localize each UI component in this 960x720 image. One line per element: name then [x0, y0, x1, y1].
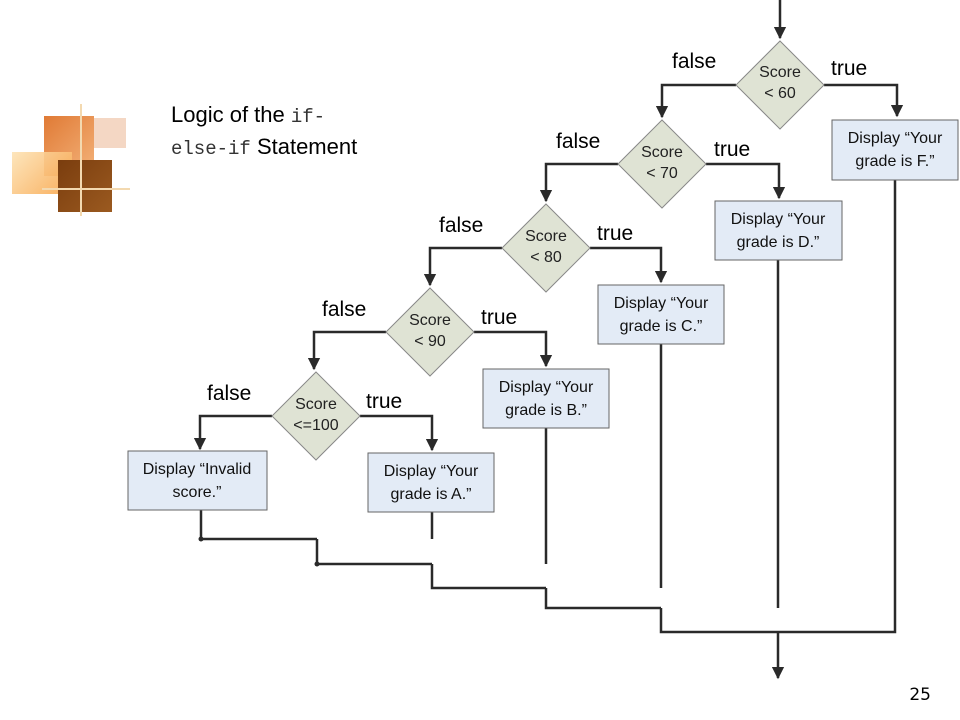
decision-score-lt-60: Score < 60 [735, 40, 825, 130]
decision-label-line2: < 70 [646, 165, 678, 182]
box-text-line2: grade is C.” [620, 318, 703, 335]
false-arrow-80 [423, 246, 502, 287]
true-label: true [831, 57, 867, 80]
decision-score-lt-70: Score < 70 [617, 119, 707, 209]
true-label: true [481, 306, 517, 329]
box-invalid-score: Display “Invalid score.” [127, 450, 268, 511]
box-text-line1: Display “Your [848, 130, 943, 147]
decision-label-line1: Score [409, 312, 451, 329]
false-arrow-70 [539, 162, 618, 203]
box-grade-c: Display “Your grade is C.” [597, 284, 725, 345]
box-text-line2: grade is A.” [391, 486, 472, 503]
page-number: 25 [909, 685, 931, 705]
decision-label-line2: < 90 [414, 333, 446, 350]
false-label: false [207, 382, 251, 405]
true-label: true [366, 390, 402, 413]
decision-score-lt-90: Score < 90 [385, 287, 475, 377]
box-grade-b: Display “Your grade is B.” [482, 368, 610, 429]
false-arrow-60 [655, 83, 736, 119]
box-text-line1: Display “Invalid [143, 461, 251, 478]
true-arrow-90 [474, 330, 553, 368]
box-text-line1: Display “Your [614, 295, 709, 312]
decision-label-line2: < 60 [764, 85, 796, 102]
false-label: false [672, 50, 716, 73]
false-label: false [439, 214, 483, 237]
title-code-if: if- [290, 106, 326, 128]
title-text-after: Statement [250, 134, 358, 159]
decision-score-lt-80: Score < 80 [501, 203, 591, 293]
true-arrow-100 [360, 414, 439, 452]
box-grade-d: Display “Your grade is D.” [714, 200, 843, 261]
box-grade-f: Display “Your grade is F.” [831, 119, 959, 181]
true-label: true [597, 222, 633, 245]
box-text-line1: Display “Your [384, 463, 479, 480]
box-grade-a: Display “Your grade is A.” [367, 452, 495, 513]
false-arrow-90 [307, 330, 386, 371]
decorative-logo [12, 104, 132, 216]
false-arrow-100 [193, 414, 272, 451]
decision-score-le-100: Score <=100 [271, 371, 361, 461]
merge-invalid [199, 510, 317, 541]
title-text-before: Logic of the [171, 102, 291, 127]
true-arrow-60 [824, 83, 904, 118]
box-text-line2: grade is D.” [737, 234, 820, 251]
merge-level-4 [659, 608, 778, 634]
true-arrow-70 [706, 162, 786, 200]
false-label: false [556, 130, 600, 153]
box-text-line1: Display “Your [499, 379, 594, 396]
box-text-line2: grade is F.” [855, 153, 934, 170]
decision-label-line2: <=100 [293, 417, 338, 434]
box-text-line2: score.” [173, 484, 222, 501]
decision-label-line1: Score [759, 64, 801, 81]
decision-label-line1: Score [641, 144, 683, 161]
title-code-else-if: else-if [171, 138, 251, 160]
true-label: true [714, 138, 750, 161]
merge-level-2 [430, 564, 546, 590]
true-arrow-80 [590, 246, 668, 284]
false-label: false [322, 298, 366, 321]
slide-title: Logic of the if- else-if Statement [171, 100, 431, 164]
merge-level-3 [544, 588, 661, 610]
branch-labels: false true false true false true false t… [207, 50, 867, 413]
decision-label-line1: Score [525, 228, 567, 245]
merge-level-1 [315, 539, 432, 566]
merge-f [778, 180, 897, 634]
box-text-line1: Display “Your [731, 211, 826, 228]
connector-lines [193, 0, 904, 680]
box-text-line2: grade is B.” [505, 402, 587, 419]
decision-label-line1: Score [295, 396, 337, 413]
decision-label-line2: < 80 [530, 249, 562, 266]
